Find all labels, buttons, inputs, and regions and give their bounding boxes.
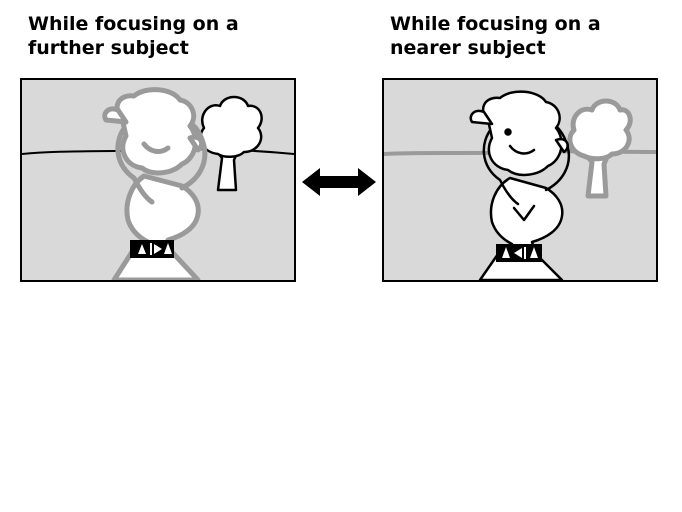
viewfinder-near-focus bbox=[382, 78, 658, 282]
tree-icon bbox=[567, 98, 633, 199]
caption-nearer-subject: While focusing on a nearer subject bbox=[390, 13, 601, 59]
caption-further-subject: While focusing on a further subject bbox=[28, 13, 239, 59]
person-figure bbox=[102, 87, 208, 280]
person-figure bbox=[469, 90, 571, 280]
viewfinder-far-focus bbox=[20, 78, 296, 282]
double-arrow-icon bbox=[302, 168, 376, 196]
tree-icon bbox=[199, 95, 263, 192]
focus-near-indicator-icon bbox=[496, 244, 542, 262]
focus-far-indicator-icon bbox=[130, 240, 174, 258]
